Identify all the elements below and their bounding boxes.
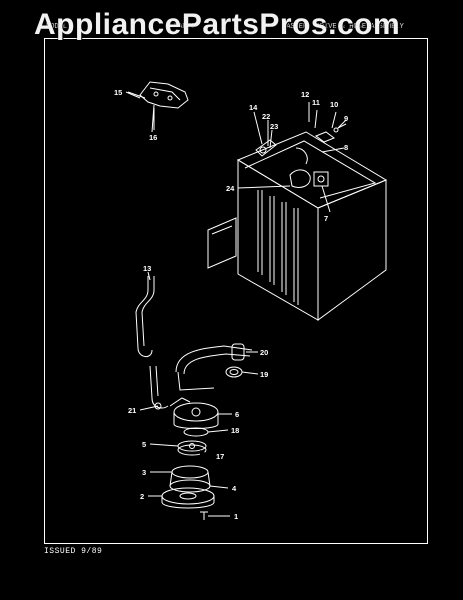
pump [169, 397, 219, 429]
header-strip: MODEL PARTS WASHER, DRIVE & HOSE ASSEMBL… [44, 20, 428, 34]
callout-20: 20 [260, 348, 268, 357]
callout-11: 11 [312, 98, 320, 107]
callout-17: 17 [216, 452, 224, 461]
callout-21: 21 [128, 406, 136, 415]
seal [183, 427, 209, 437]
callout-10: 10 [330, 100, 338, 109]
access-panel [207, 217, 237, 269]
small-hose [149, 365, 169, 410]
callout-2: 2 [140, 492, 144, 501]
callout-6: 6 [235, 410, 239, 419]
screw [200, 511, 208, 520]
callout-12: 12 [301, 90, 309, 99]
callout-24: 24 [226, 184, 235, 193]
header-title: WASHER, DRIVE & HOSE ASSEMBLY [282, 23, 404, 31]
site-watermark: AppliancePartsPros.com [34, 8, 401, 41]
drain-hose [175, 343, 253, 391]
callout-14: 14 [249, 103, 258, 112]
callout-1: 1 [234, 512, 238, 521]
callout-16: 16 [149, 133, 157, 142]
fill-hose [135, 276, 155, 357]
leader-lines [125, 91, 347, 517]
callout-19: 19 [260, 370, 268, 379]
callout-22: 22 [262, 112, 270, 121]
top-controls [255, 102, 347, 189]
callout-18: 18 [231, 426, 239, 435]
bracket-assembly [127, 81, 189, 133]
hose-clamp [225, 366, 243, 378]
callout-5: 5 [142, 440, 146, 449]
callout-17-bracket [200, 450, 212, 482]
base-plate [161, 487, 215, 509]
header-model: MODEL [46, 23, 68, 31]
callout-9: 9 [344, 114, 348, 123]
issued-date: ISSUED 9/89 [44, 547, 103, 556]
diagram-frame [44, 38, 428, 544]
callout-4: 4 [232, 484, 237, 493]
header-parts: PARTS [174, 23, 196, 31]
washer-cabinet [236, 131, 388, 321]
callout-23: 23 [270, 122, 278, 131]
callout-3: 3 [142, 468, 146, 477]
callout-7: 7 [324, 214, 328, 223]
callout-13: 13 [143, 264, 151, 273]
callout-8: 8 [344, 143, 348, 152]
callout-15: 15 [114, 88, 122, 97]
